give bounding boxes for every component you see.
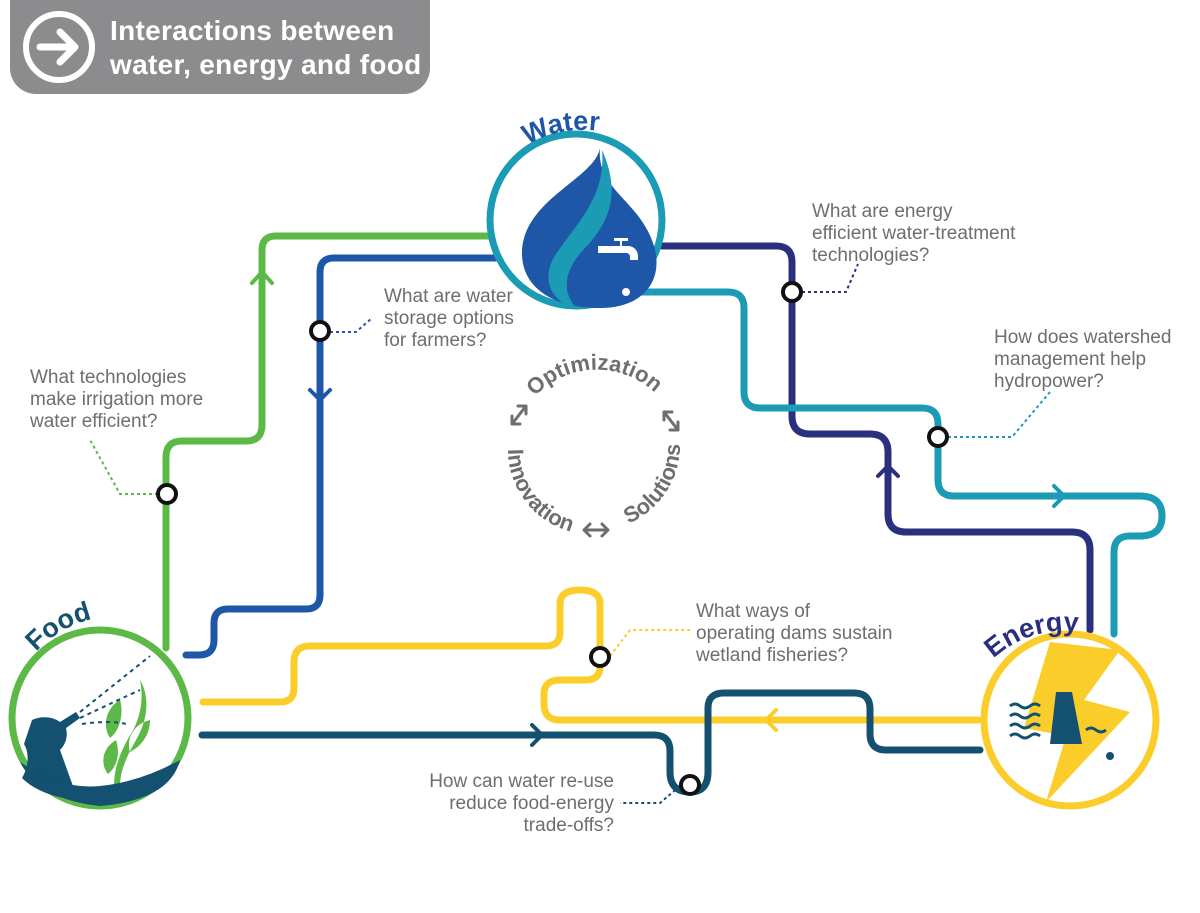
- energy-hub: Energy: [978, 607, 1160, 810]
- question-line: trade-offs?: [523, 815, 614, 836]
- pipe-teal-water-energy: [624, 288, 1166, 638]
- leader-treatment: [802, 263, 859, 293]
- page-title-line-2: water, energy and food: [110, 49, 422, 80]
- faucet-icon: [598, 238, 638, 260]
- question-line: technologies?: [812, 245, 930, 266]
- question-line: operating dams sustain: [696, 623, 893, 644]
- arrow-right-icon: [1038, 484, 1066, 508]
- question-line: make irrigation more: [30, 389, 204, 410]
- question-line: What are energy: [812, 201, 953, 222]
- page-title: Interactions between water, energy and f…: [110, 14, 422, 82]
- question-line: wetland fisheries?: [696, 645, 849, 666]
- water-drop-swoosh-icon: [548, 150, 612, 310]
- question-storage: What are water storage options for farme…: [384, 286, 514, 352]
- question-line: reduce food-energy: [449, 793, 614, 814]
- pipe-navy-water-energy: [658, 242, 1094, 634]
- question-line: water efficient?: [30, 411, 158, 432]
- question-line: What ways of: [696, 601, 811, 622]
- question-node-watershed: [927, 426, 949, 448]
- leader-irrigation: [89, 439, 158, 495]
- question-node-irrigation: [156, 483, 178, 505]
- leader-watershed: [948, 391, 1051, 438]
- leader-storage: [330, 317, 373, 333]
- question-line: hydropower?: [994, 371, 1104, 392]
- question-node-reuse: [679, 774, 701, 796]
- question-node-storage: [309, 320, 331, 342]
- question-line: How does watershed: [994, 327, 1172, 348]
- double-arrow-icon: [662, 410, 680, 432]
- question-watershed: How does watershed management help hydro…: [994, 327, 1171, 393]
- leader-dams: [609, 629, 690, 657]
- svg-text:Solutions: Solutions: [619, 443, 685, 528]
- double-arrow-icon: [582, 522, 610, 538]
- wheat-icon: [103, 680, 150, 786]
- question-dams: What ways of operating dams sustain wetl…: [696, 601, 892, 667]
- double-arrow-icon: [510, 404, 528, 426]
- question-node-treatment: [781, 281, 803, 303]
- spray-lines-icon: [79, 655, 151, 725]
- pipe-yellow-energy-food: [199, 586, 982, 724]
- question-line: management help: [994, 349, 1147, 370]
- cycle-label-solutions: Solutions: [619, 443, 685, 528]
- food-hub: Food: [8, 596, 192, 810]
- arrow-up-icon: [876, 464, 900, 492]
- question-line: What technologies: [30, 367, 187, 388]
- question-treatment: What are energy efficient water-treatmen…: [812, 201, 1015, 267]
- svg-text:Innovation: Innovation: [503, 449, 578, 537]
- dam-icon: [1050, 692, 1082, 744]
- cycle-label-optimization: Optimization: [521, 350, 667, 400]
- leader-reuse: [620, 785, 681, 804]
- arrow-up-icon: [250, 270, 274, 300]
- pipe-green-water-food: [162, 232, 494, 652]
- question-line: What are water: [384, 286, 513, 307]
- pipe-darkteal-food-energy: [198, 689, 984, 796]
- question-line: storage options: [384, 308, 514, 329]
- title-banner: Interactions between water, energy and f…: [10, 0, 430, 94]
- cycle-label-innovation: Innovation: [503, 449, 578, 537]
- arrow-left-icon: [764, 708, 792, 732]
- question-line: for farmers?: [384, 330, 487, 351]
- pipe-blue-water-food: [182, 254, 500, 659]
- question-reuse: How can water re-use reduce food-energy …: [429, 771, 614, 837]
- optimization-cycle: Optimization Solutions Innovation: [503, 350, 685, 538]
- question-line: efficient water-treatment: [812, 223, 1016, 244]
- waves-icon: [1009, 702, 1107, 740]
- droplet-icon: [1106, 752, 1114, 760]
- question-irrigation: What technologies make irrigation more w…: [30, 367, 203, 433]
- page-title-line-1: Interactions between: [110, 15, 395, 46]
- arrow-right-icon: [516, 723, 544, 747]
- water-droplet-icon: [622, 288, 630, 296]
- question-line: How can water re-use: [429, 771, 614, 792]
- arrow-right-circle-icon: [23, 11, 95, 83]
- water-hub: Water: [486, 106, 666, 310]
- ground-icon: [20, 760, 180, 806]
- question-node-dams: [589, 646, 611, 668]
- arrow-down-icon: [308, 374, 332, 402]
- svg-text:Optimization: Optimization: [521, 350, 667, 400]
